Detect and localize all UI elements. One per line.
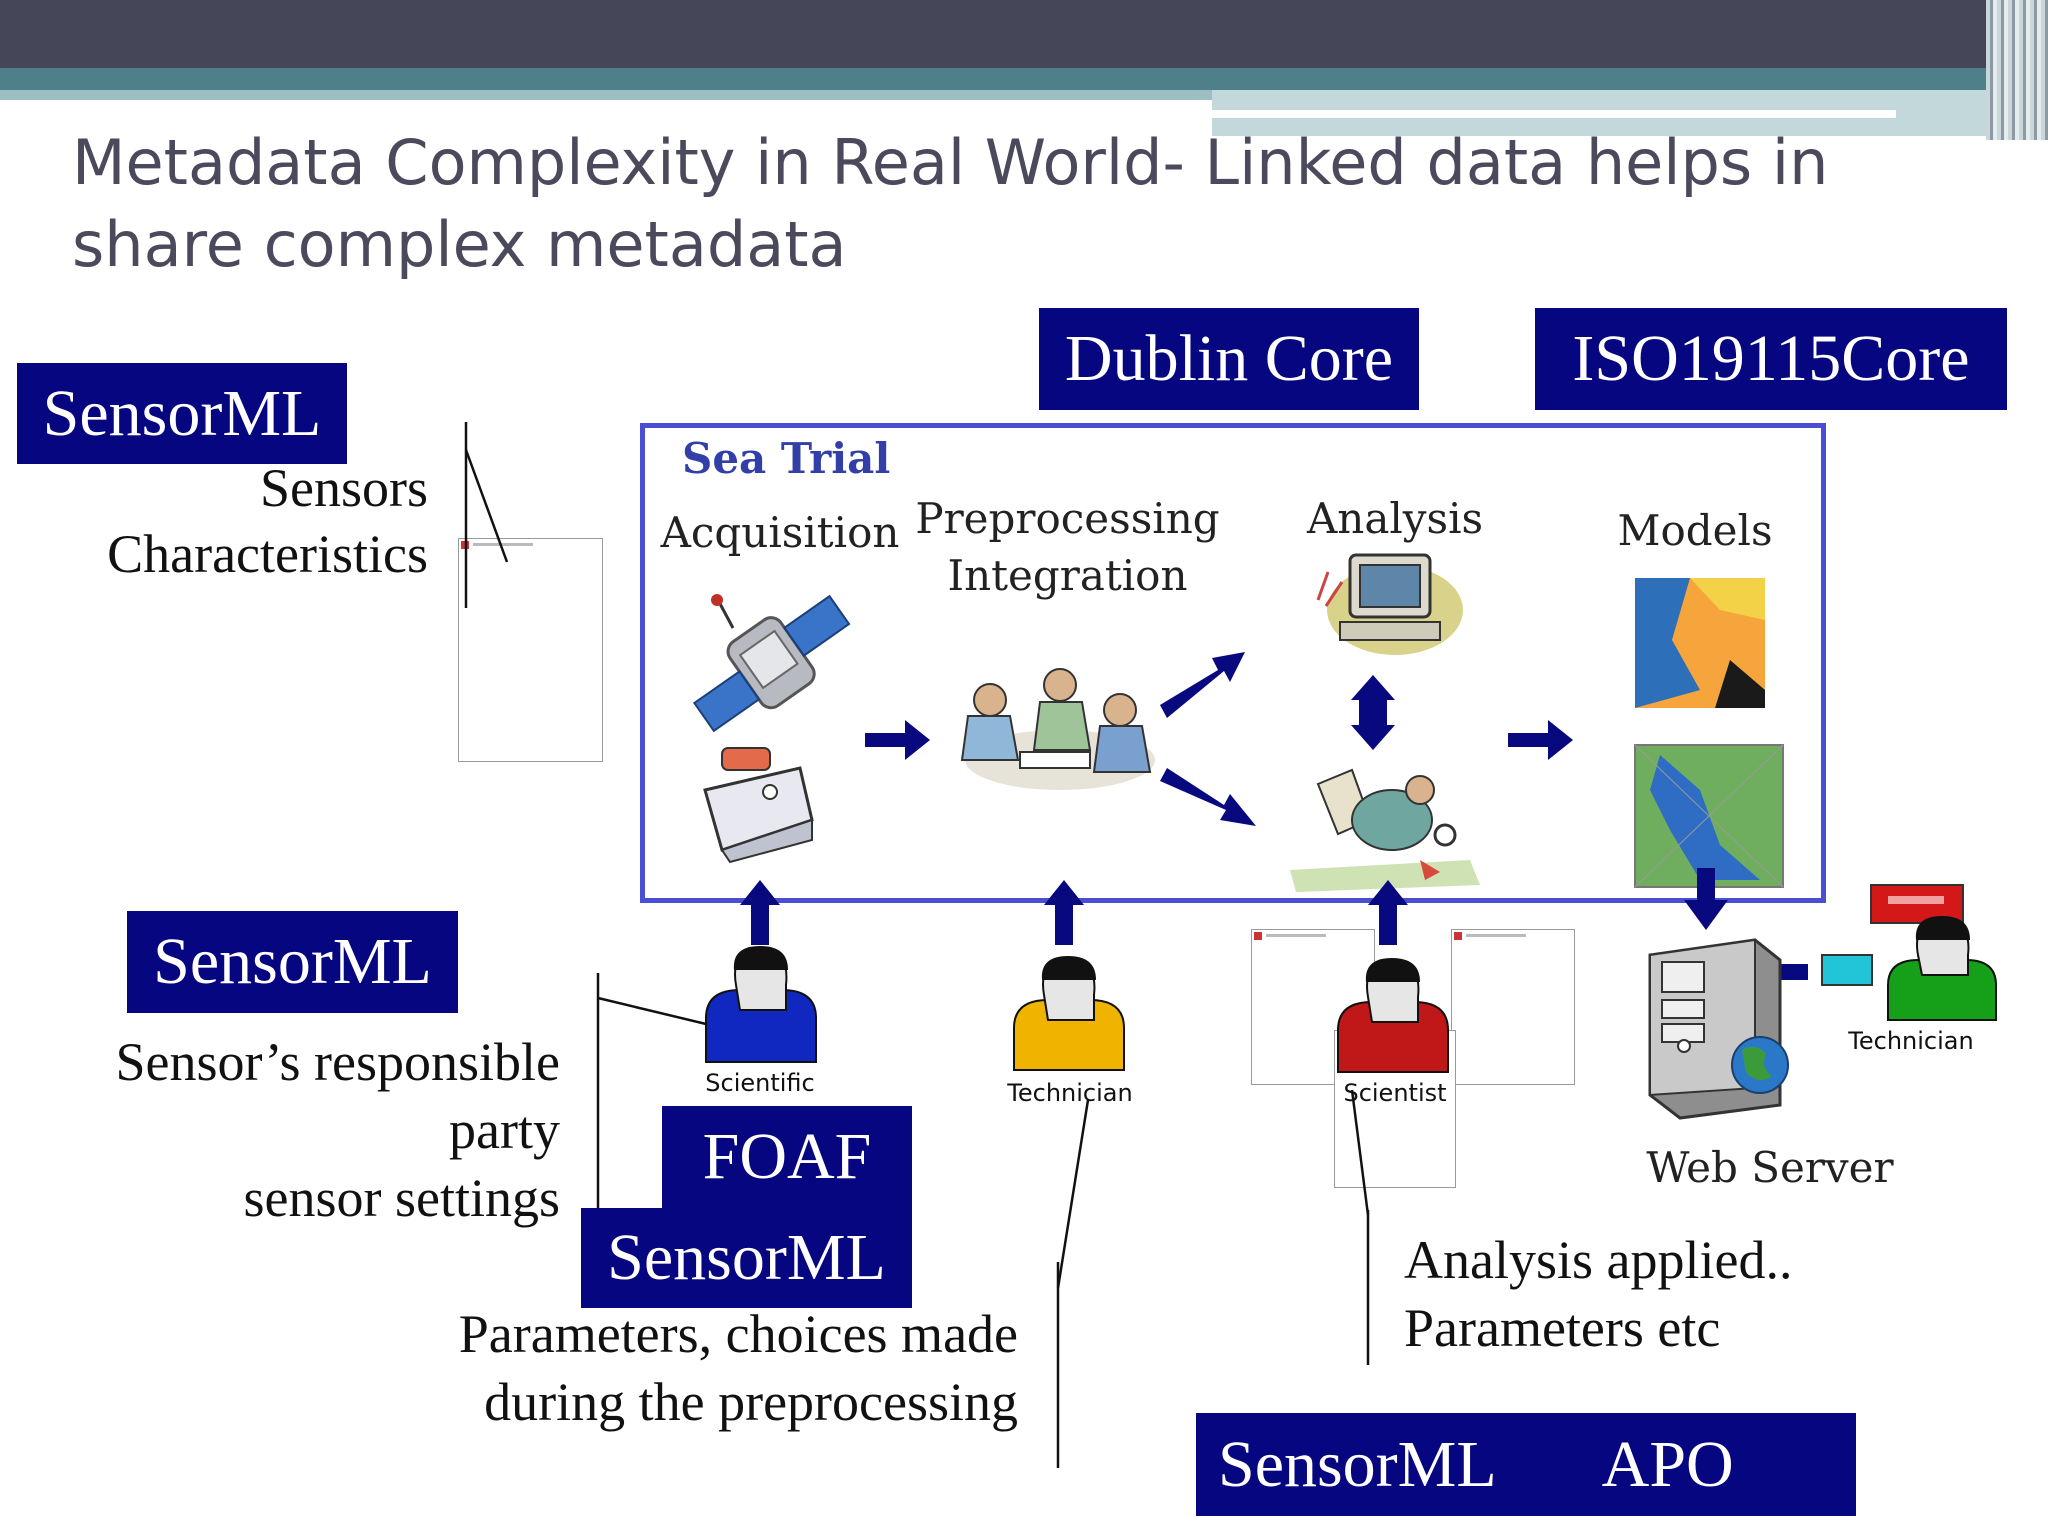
map-model-icon — [1634, 578, 1784, 888]
caption-settings: sensor settings — [243, 1168, 561, 1228]
server-icon — [1648, 938, 1789, 1120]
broken-image-placeholder — [1451, 929, 1575, 1085]
caption-analysis-2: Parameters etc — [1404, 1298, 1721, 1358]
sensorml-badge-mid: SensorML — [127, 911, 458, 1013]
iso19115-badge: ISO19115Core — [1535, 308, 2007, 410]
person-icon — [1337, 958, 1449, 1073]
sea-trial-frame — [640, 423, 1826, 903]
person-icon — [1013, 956, 1125, 1071]
stage-integration: Integration — [947, 551, 1188, 600]
person-icon — [705, 946, 817, 1063]
role-scientist: Scientist — [1343, 1079, 1447, 1107]
satellite-icon — [692, 594, 851, 733]
caption-params-2: during the preprocessing — [484, 1372, 1018, 1432]
header-band — [0, 68, 2048, 90]
stage-models: Models — [1617, 506, 1773, 555]
sensorml-badge-low: SensorML — [581, 1208, 912, 1308]
caption-params-1: Parameters, choices made — [458, 1304, 1018, 1364]
stage-preprocessing: Preprocessing — [915, 494, 1220, 543]
caption-responsible: Sensor’s responsible — [115, 1032, 560, 1092]
person-icon — [1821, 884, 1997, 1021]
header-band-light — [0, 90, 1212, 100]
caption-characteristics: Characteristics — [107, 524, 428, 584]
web-server-label: Web Server — [1646, 1143, 1894, 1192]
caption-sensors: Sensors — [259, 458, 428, 518]
sea-trial-label: Sea Trial — [682, 434, 891, 483]
stage-analysis: Analysis — [1306, 494, 1484, 543]
header-band-line — [1212, 110, 1896, 118]
role-scientific: Scientific — [705, 1069, 815, 1097]
slide-title: Metadata Complexity in Real World- Linke… — [72, 126, 1829, 281]
broken-image-placeholder — [458, 538, 603, 762]
sensorml-label: SensorML — [1218, 1427, 1497, 1501]
header-bar — [0, 0, 2048, 68]
team-meeting-icon — [960, 668, 1155, 790]
sensorml-apo-badge: SensorML APO — [1196, 1413, 1856, 1516]
foaf-badge: FOAF — [662, 1106, 912, 1208]
role-technician-right: Technician — [1848, 1027, 1974, 1055]
role-technician: Technician — [1007, 1079, 1133, 1107]
scientist-searching-icon — [1290, 768, 1480, 892]
caption-analysis-1: Analysis applied.. — [1404, 1230, 1793, 1290]
dublin-core-badge: Dublin Core — [1039, 308, 1419, 410]
caption-party: party — [449, 1100, 560, 1160]
computer-icon — [1316, 553, 1463, 655]
connector-lines — [464, 422, 1370, 1468]
header-stripes — [1986, 0, 2048, 140]
sensorml-badge-top: SensorML — [17, 363, 347, 464]
apo-label: APO — [1601, 1427, 1734, 1501]
stage-acquisition: Acquisition — [660, 508, 900, 557]
ship-icon — [703, 747, 814, 864]
